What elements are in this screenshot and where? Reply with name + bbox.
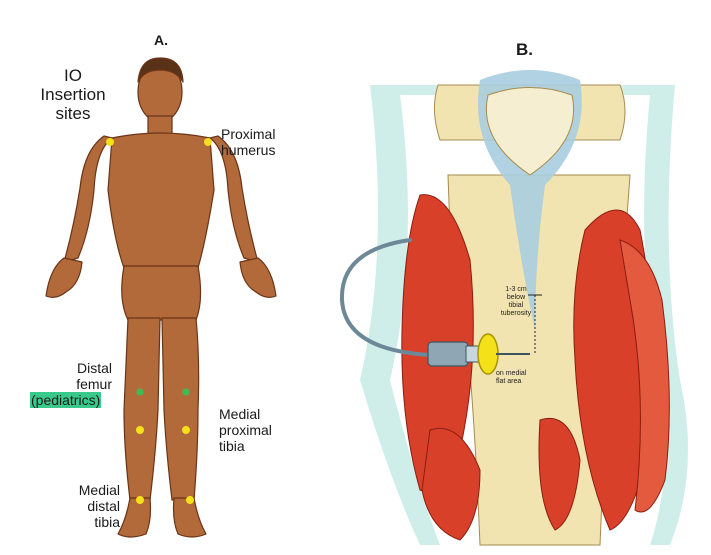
label-distal-femur: Distal femur [76,360,112,392]
site-proximal-humerus-left [204,138,212,146]
label-medial-proximal-tibia: Medial proximal tibia [219,406,272,454]
label-medial-flat-area: on medial flat area [496,370,527,385]
pediatrics-highlight: (pediatrics) [30,392,102,408]
needle-flange [477,333,499,375]
io-insertion-title: IO Insertion sites [40,66,106,123]
label-pediatrics: (pediatrics) [30,392,102,408]
label-proximal-humerus: Proximal humerus [221,126,276,158]
site-distal-femur-left [182,388,190,396]
site-proximal-tibia-right [136,426,144,434]
central-muscle [538,418,581,531]
knee-illustration [339,70,688,546]
site-distal-tibia-left [186,496,194,504]
label-medial-distal-tibia: Medial distal tibia [78,482,120,530]
lateral-muscle-outer [619,239,670,513]
site-proximal-humerus-right [106,138,114,146]
panel-b: B. 1-3 cm below tibial tuberosity on med… [330,0,711,555]
patella [485,87,575,176]
torso [107,132,215,269]
right-arm [63,135,113,263]
hair [137,57,184,83]
site-distal-tibia-right [136,496,144,504]
iv-tubing [339,238,432,357]
label-below-tuberosity: 1-3 cm below tibial tuberosity [500,286,532,317]
human-figure [45,57,277,538]
panel-a: A. IO Insertion sites [0,0,330,555]
left-hand [239,257,277,298]
panel-a-letter: A. [154,32,168,48]
right-leg [123,317,161,501]
left-leg [161,317,200,501]
panel-b-letter: B. [516,40,533,59]
medial-muscle-lower [421,428,481,541]
right-hand [45,257,83,298]
site-proximal-tibia-left [182,426,190,434]
left-foot [172,497,207,538]
right-foot [117,497,152,538]
needle-hub [427,341,469,367]
pelvis [121,265,202,321]
site-distal-femur-right [136,388,144,396]
